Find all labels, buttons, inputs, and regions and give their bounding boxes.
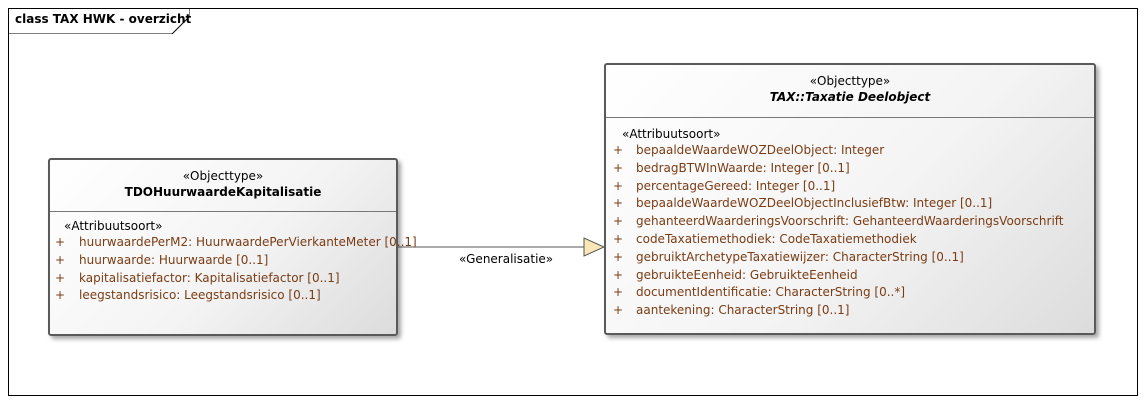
attribute-text: bepaaldeWaardeWOZDeelObjectInclusiefBtw:… xyxy=(636,196,993,211)
attribute-text: leegstandsrisico: Leegstandsrisico [0..1… xyxy=(79,288,321,303)
visibility-marker: + xyxy=(55,270,66,285)
visibility-marker: + xyxy=(613,285,624,300)
compartment-stereotype: «Attribuutsoort» xyxy=(622,127,721,141)
class-tdo-huurwaarde-kapitalisatie[interactable]: «Objecttype» TDOHuurwaardeKapitalisatie … xyxy=(48,158,417,336)
class-name: TAX::Taxatie Deelobject xyxy=(769,90,931,104)
visibility-marker: + xyxy=(613,231,624,246)
class-stereotype: «Objecttype» xyxy=(182,169,264,183)
generalization-label: «Generalisatie» xyxy=(459,252,554,266)
attribute-row[interactable]: + documentIdentificatie: CharacterString… xyxy=(606,284,1094,302)
attribute-text: documentIdentificatie: CharacterString [… xyxy=(636,285,906,300)
attribute-row[interactable]: + kapitalisatiefactor: Kapitalisatiefact… xyxy=(50,270,396,288)
attribute-row[interactable]: + bepaaldeWaardeWOZDeelObject: Integer xyxy=(606,142,1094,160)
class-taxatie-deelobject[interactable]: «Objecttype» TAX::Taxatie Deelobject «At… xyxy=(604,63,1096,335)
attribute-compartment: «Attribuutsoort» + bepaaldeWaardeWOZDeel… xyxy=(606,118,1094,320)
attribute-text: aantekening: CharacterString [0..1] xyxy=(636,303,850,318)
visibility-marker: + xyxy=(55,288,66,303)
generalization-arrowhead xyxy=(583,237,606,257)
attribute-text: kapitalisatiefactor: Kapitalisatiefactor… xyxy=(79,270,340,285)
attribute-text: gehanteerdWaarderingsVoorschrift: Gehant… xyxy=(636,214,1064,229)
visibility-marker: + xyxy=(55,235,66,249)
attribute-row[interactable]: + aantekening: CharacterString [0..1] xyxy=(606,302,1094,320)
visibility-marker: + xyxy=(613,249,624,264)
attribute-row[interactable]: + gehanteerdWaarderingsVoorschrift: Geha… xyxy=(606,213,1094,231)
visibility-marker: + xyxy=(613,214,624,229)
frame-label-tab xyxy=(8,8,190,34)
visibility-marker: + xyxy=(55,252,66,267)
attribute-text: gebruikteEenheid: GebruikteEenheid xyxy=(636,267,858,282)
attribute-row[interactable]: + bepaaldeWaardeWOZDeelObjectInclusiefBt… xyxy=(606,195,1094,213)
visibility-marker: + xyxy=(613,196,624,211)
attribute-row[interactable]: + codeTaxatiemethodiek: CodeTaxatiemetho… xyxy=(606,231,1094,249)
class-header: «Objecttype» TDOHuurwaardeKapitalisatie xyxy=(50,160,396,212)
attribute-text: huurwaardePerM2: HuurwaardePerVierkanteM… xyxy=(79,235,417,249)
attribute-row[interactable]: + huurwaardePerM2: HuurwaardePerVierkant… xyxy=(50,234,417,252)
attribute-compartment: «Attribuutsoort» + huurwaardePerM2: Huur… xyxy=(50,212,417,305)
attribute-row[interactable]: + huurwaarde: Huurwaarde [0..1] xyxy=(50,252,396,270)
attribute-text: percentageGereed: Integer [0..1] xyxy=(636,178,836,193)
compartment-stereotype: «Attribuutsoort» xyxy=(64,219,163,233)
frame-label: class TAX HWK - overzicht xyxy=(15,12,192,26)
visibility-marker: + xyxy=(613,143,624,157)
visibility-marker: + xyxy=(613,303,624,318)
diagram-frame xyxy=(8,8,1138,396)
attribute-text: gebruiktArchetypeTaxatiewijzer: Characte… xyxy=(636,249,964,264)
attribute-row[interactable]: + percentageGereed: Integer [0..1] xyxy=(606,178,1094,196)
attribute-row[interactable]: + leegstandsrisico: Leegstandsrisico [0.… xyxy=(50,287,396,305)
class-stereotype: «Objecttype» xyxy=(809,74,891,88)
visibility-marker: + xyxy=(613,160,624,175)
visibility-marker: + xyxy=(613,267,624,282)
class-name: TDOHuurwaardeKapitalisatie xyxy=(124,185,322,199)
attribute-text: bepaaldeWaardeWOZDeelObject: Integer xyxy=(636,143,885,157)
attribute-row[interactable]: + gebruikteEenheid: GebruikteEenheid xyxy=(606,267,1094,285)
visibility-marker: + xyxy=(613,178,624,193)
attribute-text: codeTaxatiemethodiek: CodeTaxatiemethodi… xyxy=(636,231,917,246)
attribute-row[interactable]: + bedragBTWInWaarde: Integer [0..1] xyxy=(606,160,1094,178)
attribute-text: bedragBTWInWaarde: Integer [0..1] xyxy=(636,160,850,175)
attribute-row[interactable]: + gebruiktArchetypeTaxatiewijzer: Charac… xyxy=(606,249,1094,267)
class-header: «Objecttype» TAX::Taxatie Deelobject xyxy=(606,65,1094,118)
attribute-text: huurwaarde: Huurwaarde [0..1] xyxy=(79,252,269,267)
